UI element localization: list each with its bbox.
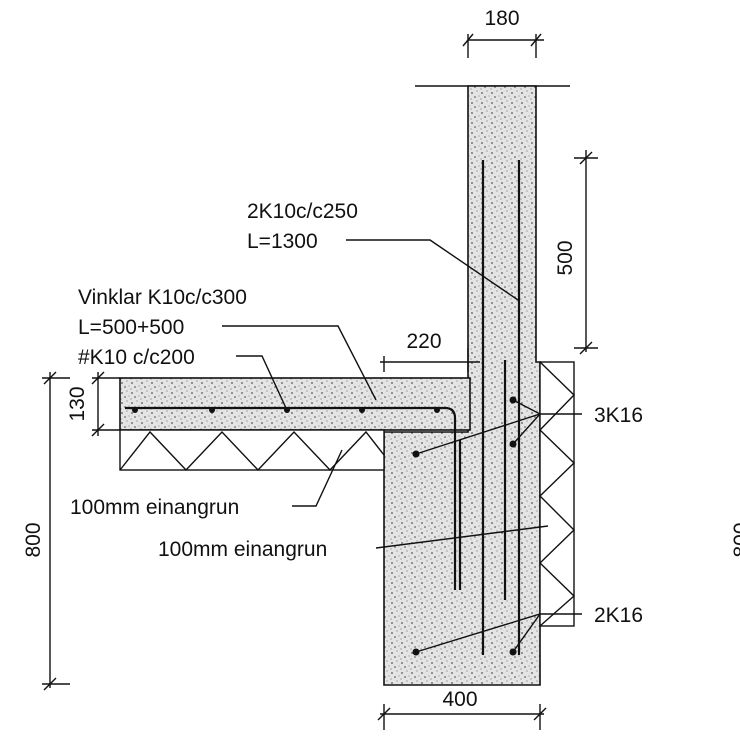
label-vinklar: Vinklar K10c/c300 bbox=[78, 286, 247, 309]
label-k10: #K10 c/c200 bbox=[78, 346, 195, 369]
slab-rebar bbox=[125, 406, 457, 590]
wall-insulation-zigzag bbox=[538, 361, 576, 627]
wall-concrete bbox=[383, 85, 541, 686]
label-2k16: 2K16 bbox=[594, 604, 643, 627]
dim-800: 800 bbox=[22, 522, 45, 557]
label-insulation-2: 100mm einangrun bbox=[158, 538, 327, 561]
label-2k10: 2K10c/c250 bbox=[247, 200, 358, 223]
dim-130: 130 bbox=[66, 386, 89, 421]
label-l1300: L=1300 bbox=[247, 230, 318, 253]
dim-500: 500 bbox=[554, 240, 577, 275]
dim-800-cut: 800 bbox=[730, 522, 740, 557]
slab-insulation-zigzag bbox=[119, 430, 385, 472]
dim-400: 400 bbox=[442, 688, 477, 711]
slab-concrete bbox=[119, 377, 471, 431]
dim-220: 220 bbox=[406, 330, 441, 353]
label-3k16: 3K16 bbox=[594, 404, 643, 427]
wall-insulation bbox=[539, 361, 575, 627]
label-l500: L=500+500 bbox=[78, 316, 184, 339]
label-insulation-1: 100mm einangrun bbox=[70, 496, 239, 519]
dim-180: 180 bbox=[484, 7, 519, 30]
